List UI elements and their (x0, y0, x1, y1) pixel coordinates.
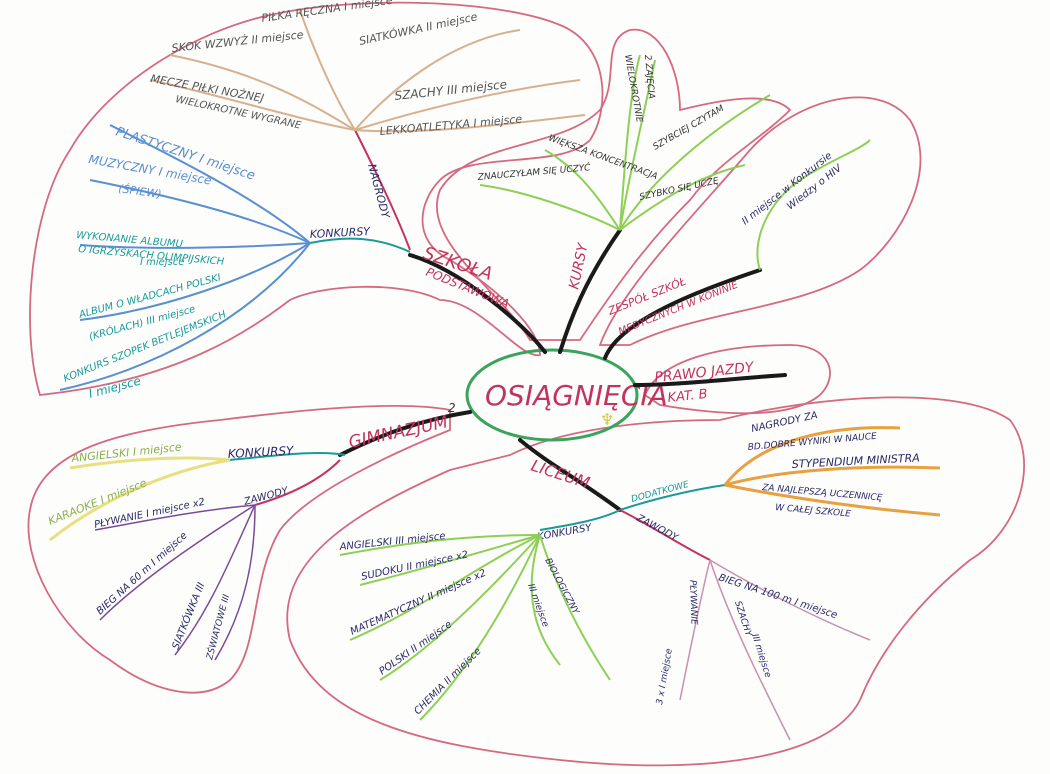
trunk-szkola (408, 253, 547, 354)
sp-konkursy-line (309, 237, 411, 253)
lic-konkursy-item-0: ANGIELSKI III miejsce (338, 531, 446, 553)
lic-konkursy-item-3: POLSKI II miejsce (377, 619, 454, 677)
gim-konkursy-line (229, 451, 346, 461)
sp-konkursy-item-9: I miejsce (87, 374, 142, 401)
sp-nagrody-label: NAGRODY (365, 162, 392, 220)
blob-prawo (643, 344, 831, 415)
sp-konkursy-label: KONKURSY (309, 225, 371, 241)
prawo-line2: KAT. B (667, 387, 708, 406)
lic-zawody-line (619, 509, 711, 561)
gim-zawody-line (254, 459, 341, 506)
liceum-title: LICEUM (529, 456, 593, 493)
sp-konkursy-item-5: I miejsce (140, 257, 184, 268)
branch-liceum: LICEUM KONKURSY ANGIELSKI III miejsce SU… (338, 410, 941, 741)
trunk-gimnazjum (338, 410, 472, 457)
lic-zawody-label: ZAWODY (634, 512, 681, 544)
gim-zawody-label: ZAWODY (242, 485, 290, 508)
gim-konkursy-label: KONKURSY (227, 443, 295, 461)
sp-nagrody-item-2: SIATKÓWKA II miejsce (358, 10, 479, 48)
sp-konkursy-item-6: ALBUM O WŁADCACH POLSKI (77, 272, 222, 321)
trophy-icon: ♆ (600, 410, 614, 429)
gim-number: 2 (448, 401, 456, 415)
kursy-sublines (479, 54, 771, 231)
gim-title: GIMNAZJUM (347, 412, 450, 453)
lic-dodatkowe-sublines (723, 426, 941, 517)
branch-szkola: SZKOŁA PODSTAWOWA NAGRODY PIŁKA RĘCZNA I… (59, 0, 586, 401)
lic-zawody-item-2: 3 x I miejsce (655, 647, 675, 705)
lic-konkursy-item-5: BIOLOGICZNY (542, 557, 581, 618)
blob-kursy (436, 28, 792, 341)
sp-nagrody-item-0: PIŁKA RĘCZNA I miejsce (261, 0, 394, 25)
sp-konkursy-sublines (59, 124, 311, 391)
blob-zespol (598, 96, 922, 346)
sp-nagrody-item-5: SZACHY III miejsce (394, 77, 508, 103)
blob-szkola (29, 1, 604, 396)
center-node (465, 348, 639, 442)
kursy-item-0: WIELOKROTNIE (622, 54, 644, 124)
blob-liceum (286, 396, 1025, 767)
lic-dodatkowe-item-0: NAGRODY ZA (750, 410, 819, 435)
trunk-kursy (558, 228, 622, 354)
kursy-item-5: ZNAUCZYŁAM SIĘ UCZYĆ (476, 161, 591, 183)
blob-gimnazjum (27, 404, 451, 694)
main-trunks (338, 228, 787, 512)
sp-nagrody-sublines (149, 9, 586, 133)
gim-zawody-item-3: ZŚWIATOWE III (203, 593, 232, 662)
trunk-prawo (633, 373, 787, 387)
gim-konkursy-sublines (49, 456, 231, 542)
kursy-item-3: SZYBCIEJ CZYTAM (652, 104, 727, 153)
lic-konkursy-item-1: SUDOKU II miejsce x2 (360, 550, 469, 583)
lic-konkursy-line (539, 509, 621, 531)
gim-zawody-item-1: BIEG NA 60 m I miejsce (95, 530, 190, 617)
lic-zawody-sublines (679, 559, 871, 741)
trunk-liceum (518, 438, 622, 512)
lic-zawody-item-3: SZACHY (732, 600, 753, 639)
outline-blobs (27, 1, 1025, 767)
lic-dodatkowe-line (619, 484, 726, 511)
sp-nagrody-item-1: SKOK WZWYŻ II miejsce (171, 28, 304, 55)
lic-konkursy-sublines (339, 534, 611, 721)
gim-zawody-sublines (94, 504, 256, 661)
trunk-zespol (603, 268, 762, 360)
sp-konkursy-item-2: (ŚPIEW) (118, 182, 163, 201)
zespol-subline (756, 139, 871, 271)
lic-konkursy-item-4: CHEMIA II miejsce (412, 646, 483, 717)
lic-zawody-item-4: III miejsce (749, 633, 773, 680)
lic-zawody-item-1: PŁYWANIE (687, 580, 699, 625)
sp-nagrody-line (354, 129, 411, 251)
kursy-item-1: 2 ZAJĘCIA (642, 54, 656, 99)
lic-zawody-item-0: BIEG NA 100 m I miejsce (717, 572, 839, 621)
